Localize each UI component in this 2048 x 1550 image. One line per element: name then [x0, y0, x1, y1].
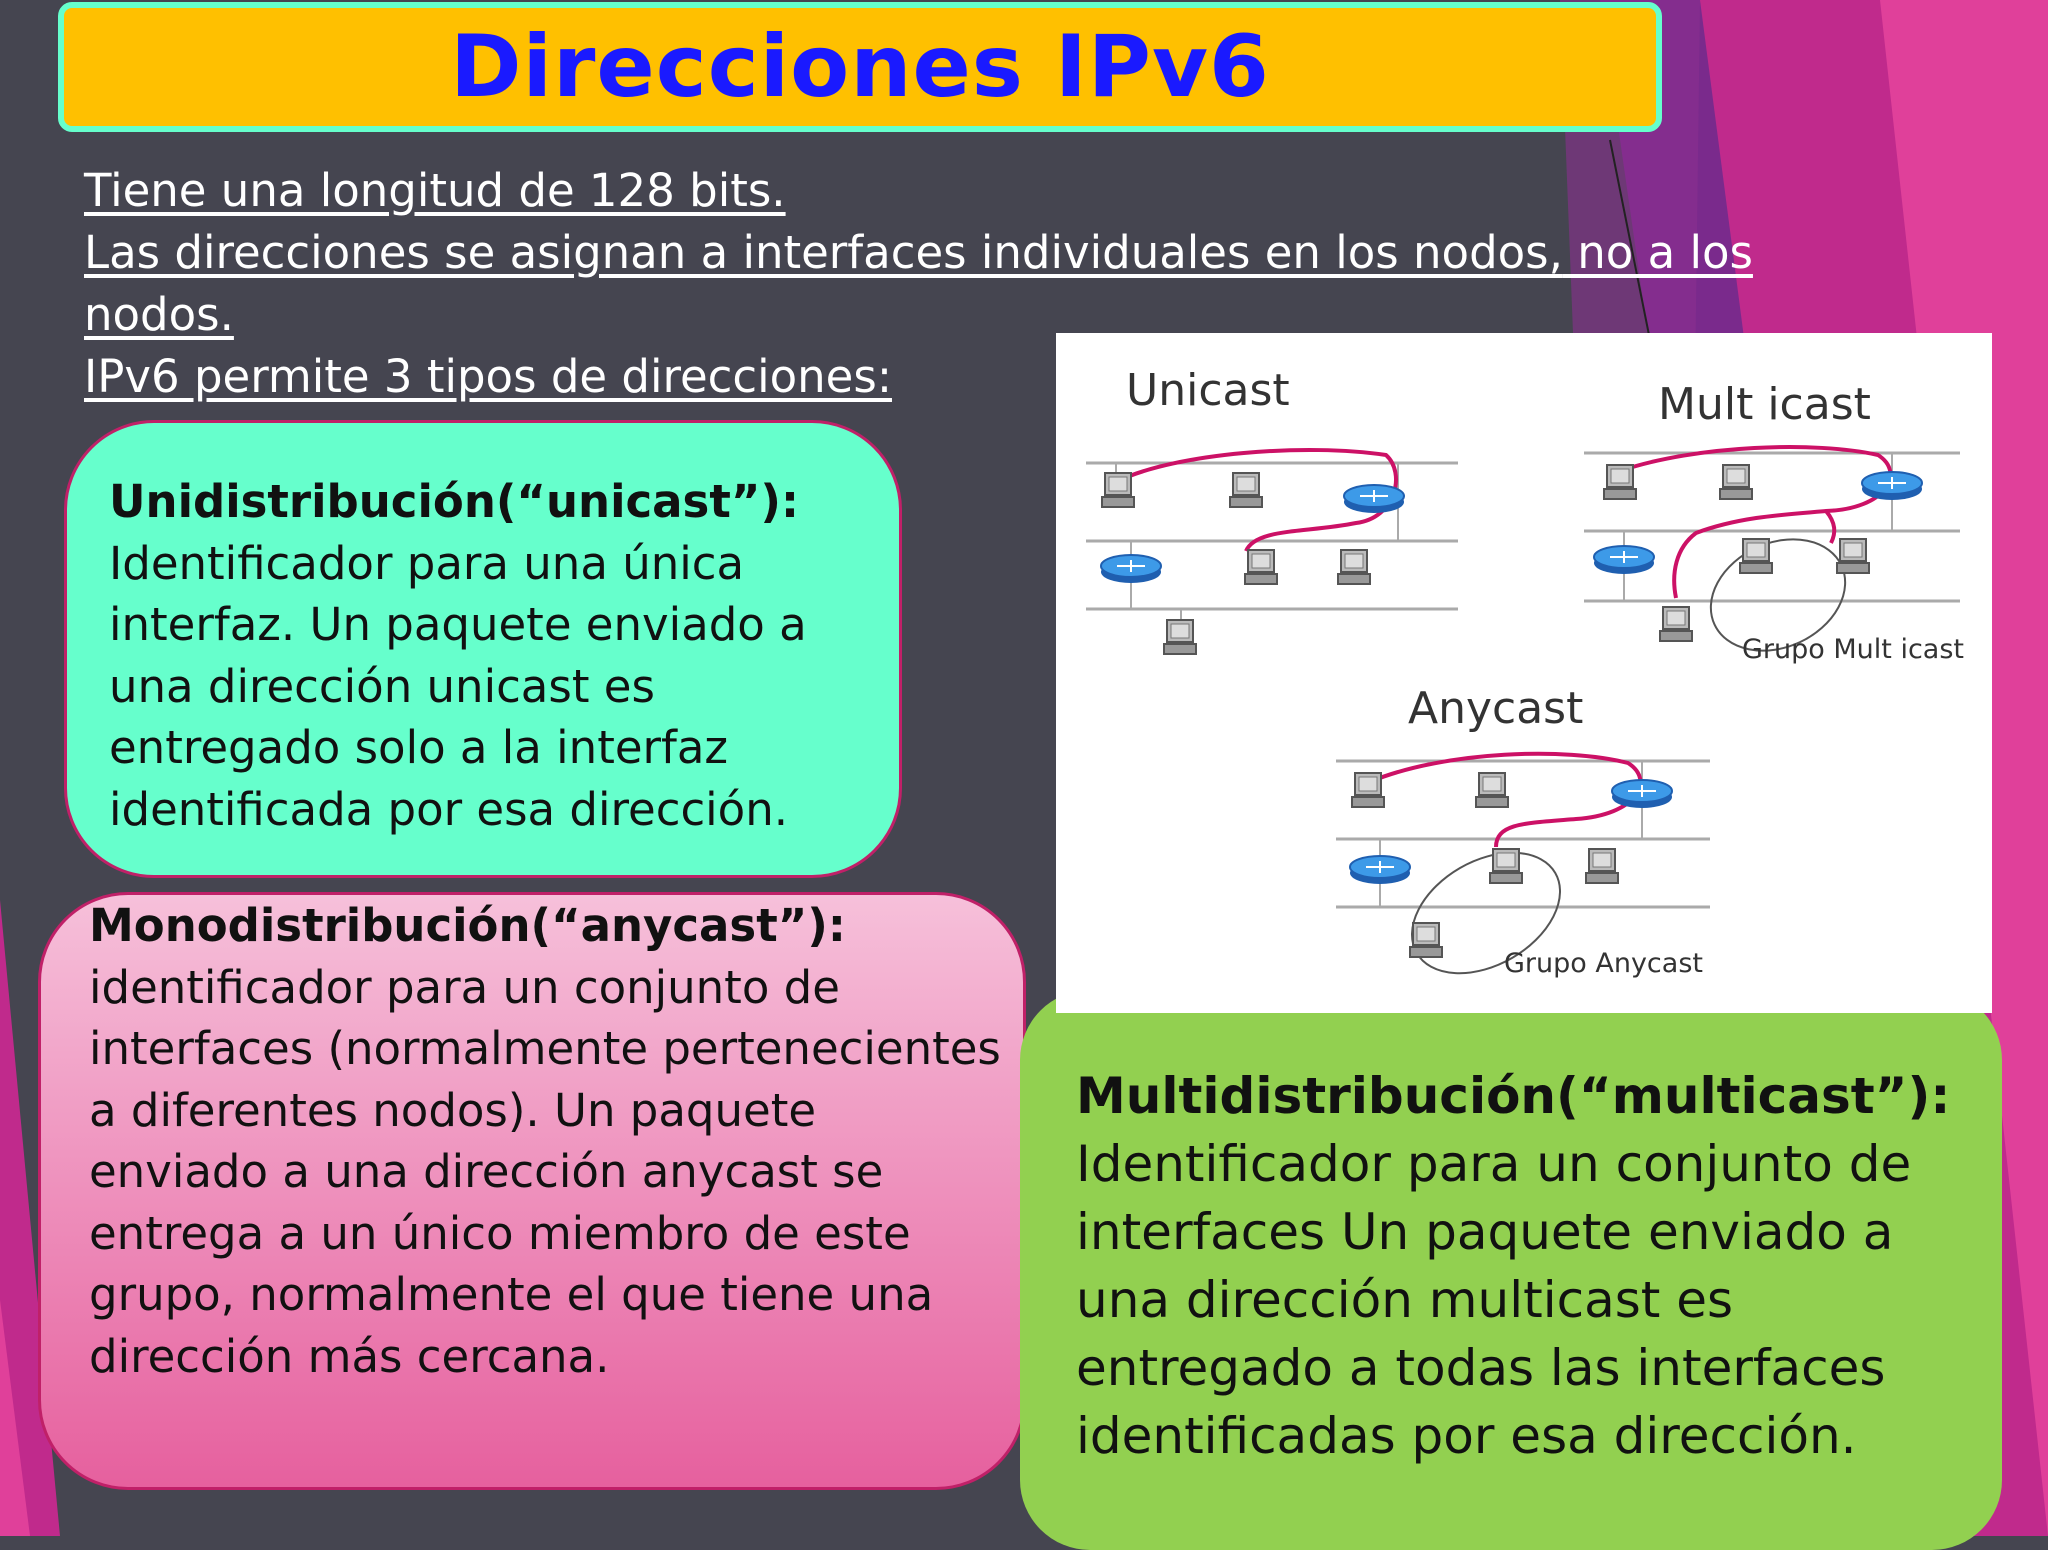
unicast-router-icon: [1343, 484, 1405, 514]
bullet-nodes: nodos.: [84, 288, 234, 341]
anycast-box: Monodistribución(“anycast”): identificad…: [38, 892, 1026, 1490]
diagram-unicast-label: Unicast: [1126, 365, 1290, 416]
page-title: Direcciones IPv6: [450, 17, 1270, 117]
intro-bullets: Tiene una longitud de 128 bits. Las dire…: [84, 160, 1884, 408]
bullet-interfaces-a: Las direcciones se asignan a interfaces …: [84, 226, 1563, 279]
bullet-types: IPv6 permite 3 tipos de direcciones:: [84, 350, 892, 403]
anycast-heading: Monodistribución(“anycast”):: [89, 899, 846, 952]
diagram-group-anycast: Grupo Anycast: [1504, 948, 1703, 979]
diagram-multicast-label: Mult icast: [1658, 379, 1871, 430]
title-bar: Direcciones IPv6: [58, 2, 1662, 132]
bullet-interfaces: Las direcciones se asignan a interfaces …: [84, 222, 1884, 284]
unicast-body: Identificador para una única interfaz. U…: [109, 536, 807, 836]
unicast-host-icon: [1101, 472, 1135, 508]
anycast-body: identificador para un conjunto de interf…: [89, 960, 1001, 1383]
diagram-anycast-label: Anycast: [1408, 683, 1583, 734]
addressing-diagram: Unicast Mult icast Grupo Mult icast: [1056, 333, 1992, 1013]
unicast-heading: Unidistribución(“unicast”):: [109, 475, 799, 528]
addressing-diagram-svg: Unicast Mult icast Grupo Mult icast: [1086, 365, 1964, 979]
diagram-group-multicast: Grupo Mult icast: [1742, 634, 1964, 665]
multicast-box: Multidistribución(“multicast”): Identifi…: [1020, 990, 2002, 1550]
bullet-length: Tiene una longitud de 128 bits.: [84, 164, 786, 217]
multicast-body: Identificador para un conjunto de interf…: [1076, 1135, 1912, 1465]
multicast-heading: Multidistribución(“multicast”):: [1076, 1067, 1951, 1125]
bullet-interfaces-b: no a los: [1562, 226, 1753, 279]
unicast-box: Unidistribución(“unicast”): Identificado…: [64, 420, 902, 878]
